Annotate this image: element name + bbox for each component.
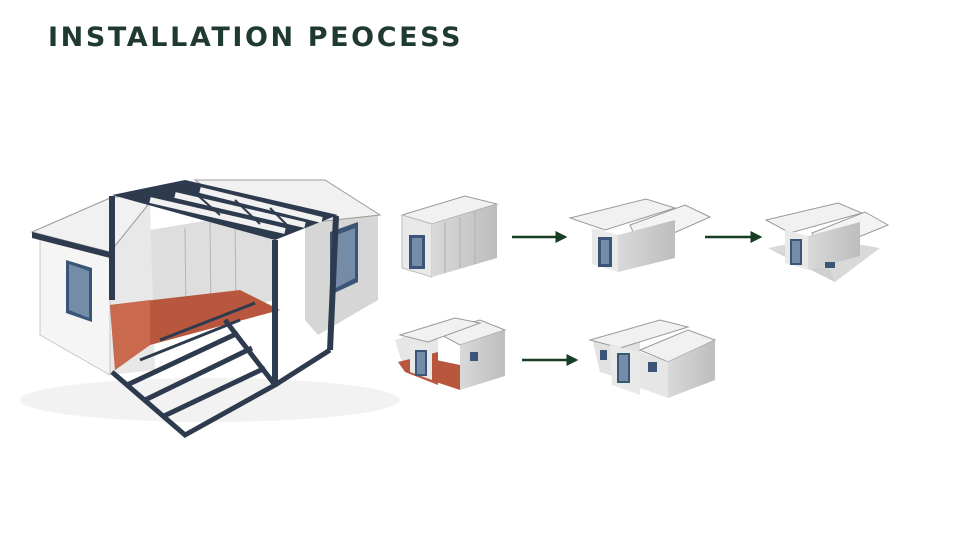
step-5-assembled-house — [590, 320, 715, 398]
step-3-floor-lowered — [766, 203, 888, 282]
step-2-roof-raised — [570, 199, 710, 272]
step-4-sides-expanded — [395, 318, 505, 390]
main-house-shadow — [20, 378, 400, 422]
step-1-folded-container — [402, 196, 497, 277]
